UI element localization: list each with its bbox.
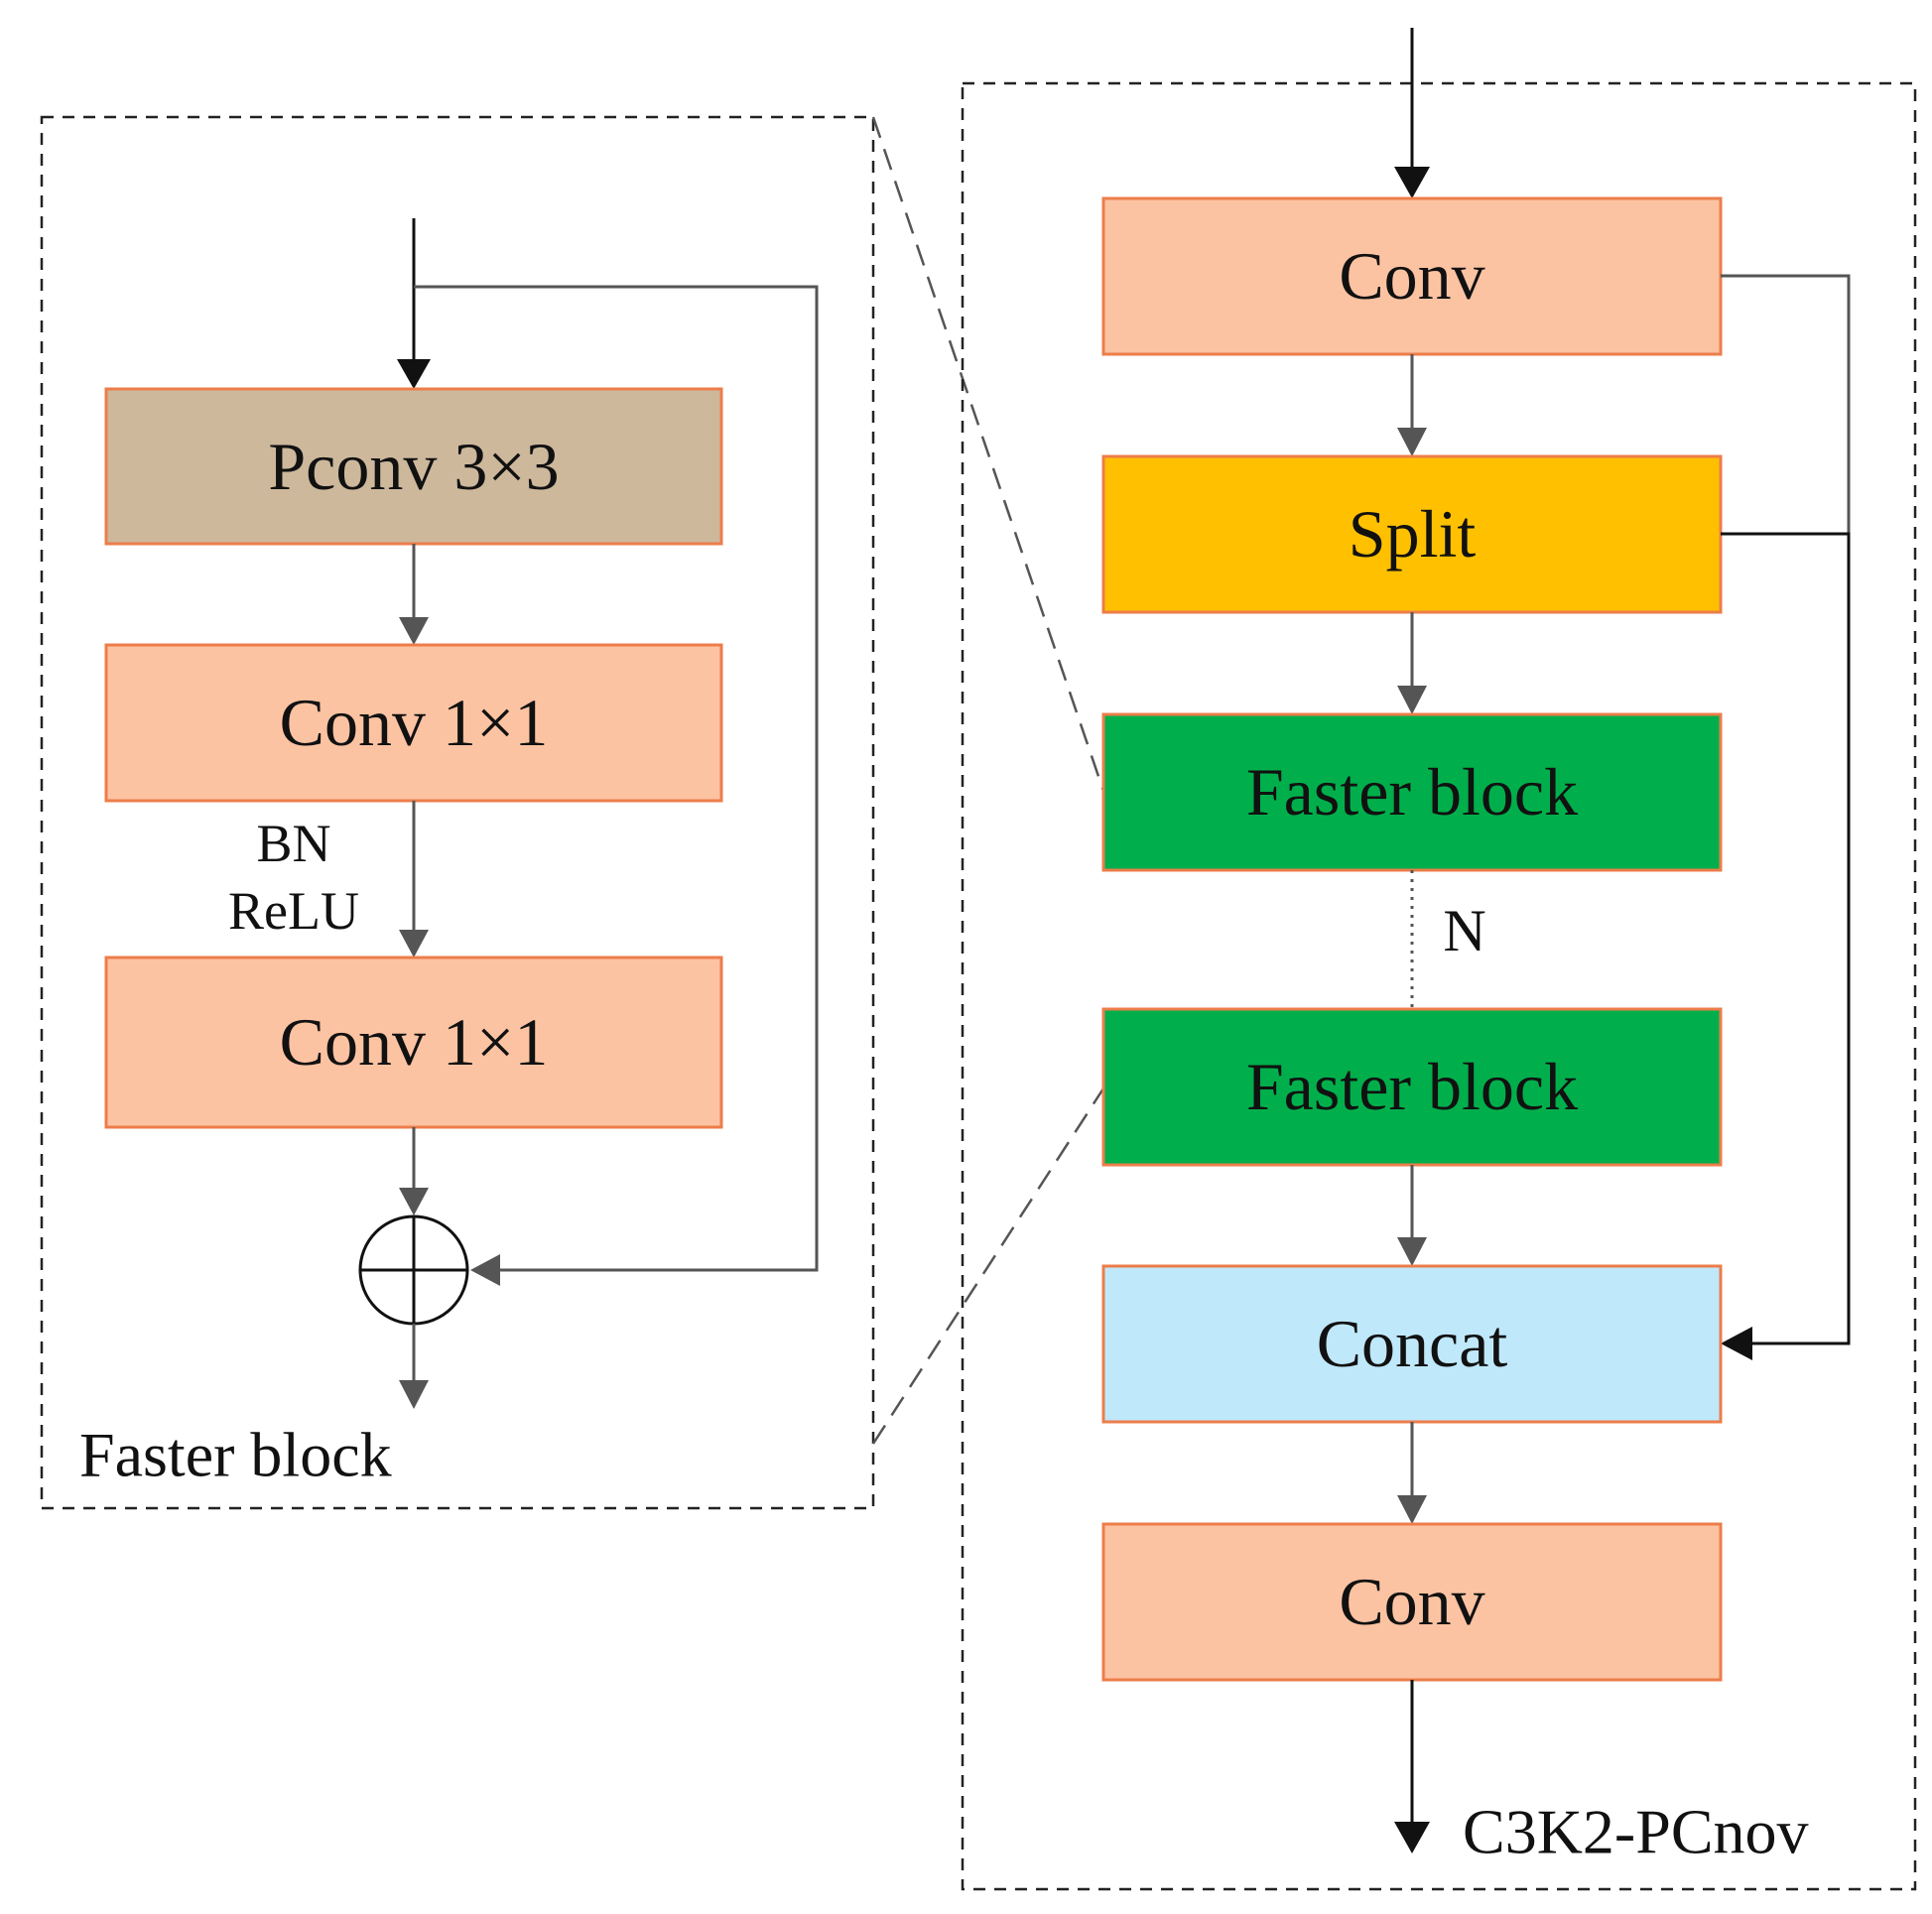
plus-circle-icon bbox=[358, 1214, 469, 1326]
conv1x1-block-2 bbox=[104, 956, 723, 1129]
relu-label: ReLU bbox=[228, 881, 359, 941]
arrowhead-conv2-add bbox=[399, 1188, 429, 1215]
arrowhead-pconv-conv1 bbox=[399, 617, 429, 645]
arrowhead-conv-split bbox=[1397, 428, 1427, 456]
residual-skip-line bbox=[414, 285, 819, 1272]
conv-bottom-block bbox=[1101, 1522, 1723, 1682]
input-arrowhead bbox=[397, 359, 431, 389]
concat-label: Concat bbox=[1317, 1306, 1508, 1381]
conv-bypass-line bbox=[1721, 274, 1851, 536]
output-arrowhead bbox=[399, 1380, 429, 1409]
zoom-line-top bbox=[871, 116, 1105, 792]
faster-block-frame bbox=[40, 115, 875, 1510]
bn-label: BN bbox=[256, 814, 330, 873]
repeat-label: N bbox=[1443, 898, 1485, 963]
split-block bbox=[1101, 454, 1723, 614]
conv1x1-label-2: Conv 1×1 bbox=[280, 1004, 549, 1080]
arrowhead-conv1-conv2 bbox=[399, 930, 429, 957]
c3k2-frame bbox=[961, 81, 1917, 1891]
module-input-arrowhead bbox=[1394, 167, 1430, 198]
c3k2-module-panel: Conv Split Faster block N Faster block C… bbox=[961, 28, 1917, 1891]
bypass-arrowhead bbox=[1721, 1327, 1752, 1360]
conv-bottom-label: Conv bbox=[1339, 1564, 1484, 1639]
arrowhead-faster2-concat bbox=[1397, 1237, 1427, 1266]
pconv-label: Pconv 3×3 bbox=[268, 429, 559, 504]
conv1x1-label-1: Conv 1×1 bbox=[280, 685, 549, 760]
split-label: Split bbox=[1349, 496, 1477, 572]
faster-block-1-label: Faster block bbox=[1246, 754, 1578, 829]
c3k2-caption: C3K2-PCnov bbox=[1463, 1797, 1809, 1867]
conv-top-label: Conv bbox=[1339, 238, 1484, 314]
zoom-line-bottom bbox=[871, 1087, 1105, 1445]
concat-block bbox=[1101, 1264, 1723, 1424]
split-bypass-line bbox=[1721, 532, 1851, 1345]
arrowhead-split-faster1 bbox=[1397, 686, 1427, 714]
faster-block-caption: Faster block bbox=[79, 1420, 392, 1490]
module-output-arrowhead bbox=[1394, 1822, 1430, 1853]
conv1x1-block-1 bbox=[104, 643, 723, 803]
arrowhead-concat-conv bbox=[1397, 1495, 1427, 1524]
pconv-block bbox=[104, 387, 723, 546]
faster-block-detail-panel: Pconv 3×3 Conv 1×1 BN ReLU Conv 1×1 Fast… bbox=[40, 115, 875, 1510]
faster-block-2-label: Faster block bbox=[1246, 1049, 1578, 1124]
faster-block-1 bbox=[1101, 712, 1723, 872]
faster-block-2 bbox=[1101, 1007, 1723, 1167]
residual-arrowhead bbox=[470, 1254, 500, 1286]
